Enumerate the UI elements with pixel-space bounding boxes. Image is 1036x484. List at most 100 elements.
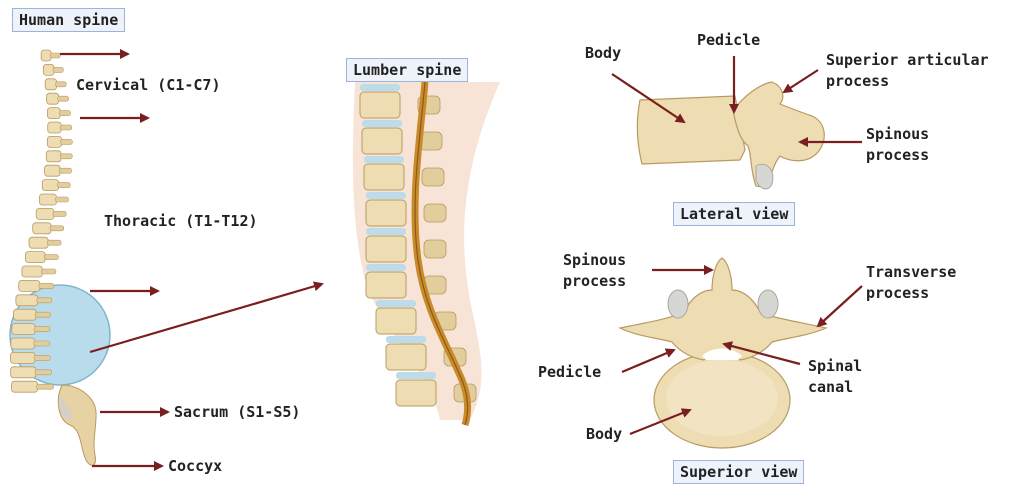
vertebra-process [60,125,71,130]
vertebra-process [58,96,69,101]
vertebra [42,180,58,191]
vertebra [10,352,35,363]
vertebra [16,295,38,306]
vertebra-process [53,211,66,216]
lumbar-vertebra [366,272,406,298]
vertebra [29,237,48,248]
vertebra-process [50,226,64,231]
intervertebral-disc [386,336,426,343]
vertebra-process [34,327,50,332]
superior-spinal-canal-label: Spinal canal [808,356,862,398]
vertebra-process [34,341,50,346]
lateral-vertebra [637,82,824,189]
superior-arch-shape [620,258,826,360]
vertebra-process [61,139,73,144]
superior-body-label: Body [586,424,622,445]
vertebra-process [41,269,56,274]
vertebra [43,64,54,75]
vertebra-process [37,298,52,303]
lumbar-vertebra [366,236,406,262]
vertebra-process [53,67,63,72]
vertebra-process [35,312,50,317]
lateral-body-label: Body [585,43,621,64]
lateral-pedicle-label: Pedicle [697,30,760,51]
superior-view-title: Superior view [673,460,804,484]
lumber-spine-title: Lumber spine [346,58,468,82]
arrow-superior-transverse [818,286,862,326]
intervertebral-disc [366,228,406,235]
vertebra-process [58,183,71,188]
vertebra-process [60,154,72,159]
lumbar-vertebra [360,92,400,118]
lateral-superior-articular-label: Superior articular process [826,50,989,92]
intervertebral-disc [360,84,400,91]
vertebra [12,324,35,335]
vertebra-process [44,255,58,260]
thoracic-label: Thoracic (T1-T12) [104,211,258,232]
coccyx-label: Coccyx [168,456,222,477]
intervertebral-disc [366,264,406,271]
vertebra [14,309,37,320]
sacrum-label: Sacrum (S1-S5) [174,402,300,423]
vertebra [41,50,51,61]
human-spine-illustration [10,50,110,465]
vertebra [22,266,43,277]
vertebra [47,136,61,147]
lumbar-process [422,168,444,186]
vertebra [47,108,60,119]
intervertebral-disc [364,156,404,163]
vertebra [33,223,51,234]
superior-vertebra [620,258,826,448]
vertebra-process [50,53,60,58]
lateral-view-title: Lateral view [673,202,795,226]
vertebra [25,252,45,263]
vertebra [39,194,56,205]
lateral-body-shape [637,96,745,164]
right-facet-shape [758,290,778,318]
sacrum-shape [58,385,96,465]
vertebra [45,79,56,90]
human-spine-title: Human spine [12,8,125,32]
lumbar-vertebra [376,308,416,334]
vertebra [47,93,59,104]
vertebra [12,381,38,392]
lumbar-vertebra [364,164,404,190]
vertebra [45,165,61,176]
vertebra-process [47,240,61,245]
arrow-superior-pedicle [622,350,674,372]
cervical-label: Cervical (C1-C7) [76,75,221,96]
lumbar-process [424,240,446,258]
intervertebral-disc [366,192,406,199]
vertebra [36,208,54,219]
superior-spinous-label: Spinous process [563,250,626,292]
vertebra [46,151,61,162]
left-facet-shape [668,290,688,318]
intervertebral-disc [362,120,402,127]
superior-body-inner [666,360,778,436]
vertebra-process [35,370,52,375]
vertebra-process [59,168,71,173]
superior-transverse-label: Transverse process [866,262,956,304]
vertebra-process [37,384,54,389]
intervertebral-disc [396,372,436,379]
vertebra-process [34,355,50,360]
vertebra-process [39,283,54,288]
lumbar-vertebra [366,200,406,226]
vertebra-process [56,82,67,87]
lateral-arch-shape [733,82,824,188]
lumbar-spine-illustration [353,82,500,425]
lateral-spinous-label: Spinous process [866,124,929,166]
vertebra [11,338,35,349]
vertebra-process [59,111,70,116]
vertebra-process [55,197,68,202]
vertebra [11,367,36,378]
lumbar-vertebra [386,344,426,370]
arrow-to-lumbar [90,284,322,352]
lumbar-vertebra [396,380,436,406]
lumbar-vertebra [362,128,402,154]
arrow-lateral-superior [784,70,818,92]
intervertebral-disc [376,300,416,307]
vertebra [19,280,40,291]
lumbar-process [424,204,446,222]
vertebra [48,122,62,133]
